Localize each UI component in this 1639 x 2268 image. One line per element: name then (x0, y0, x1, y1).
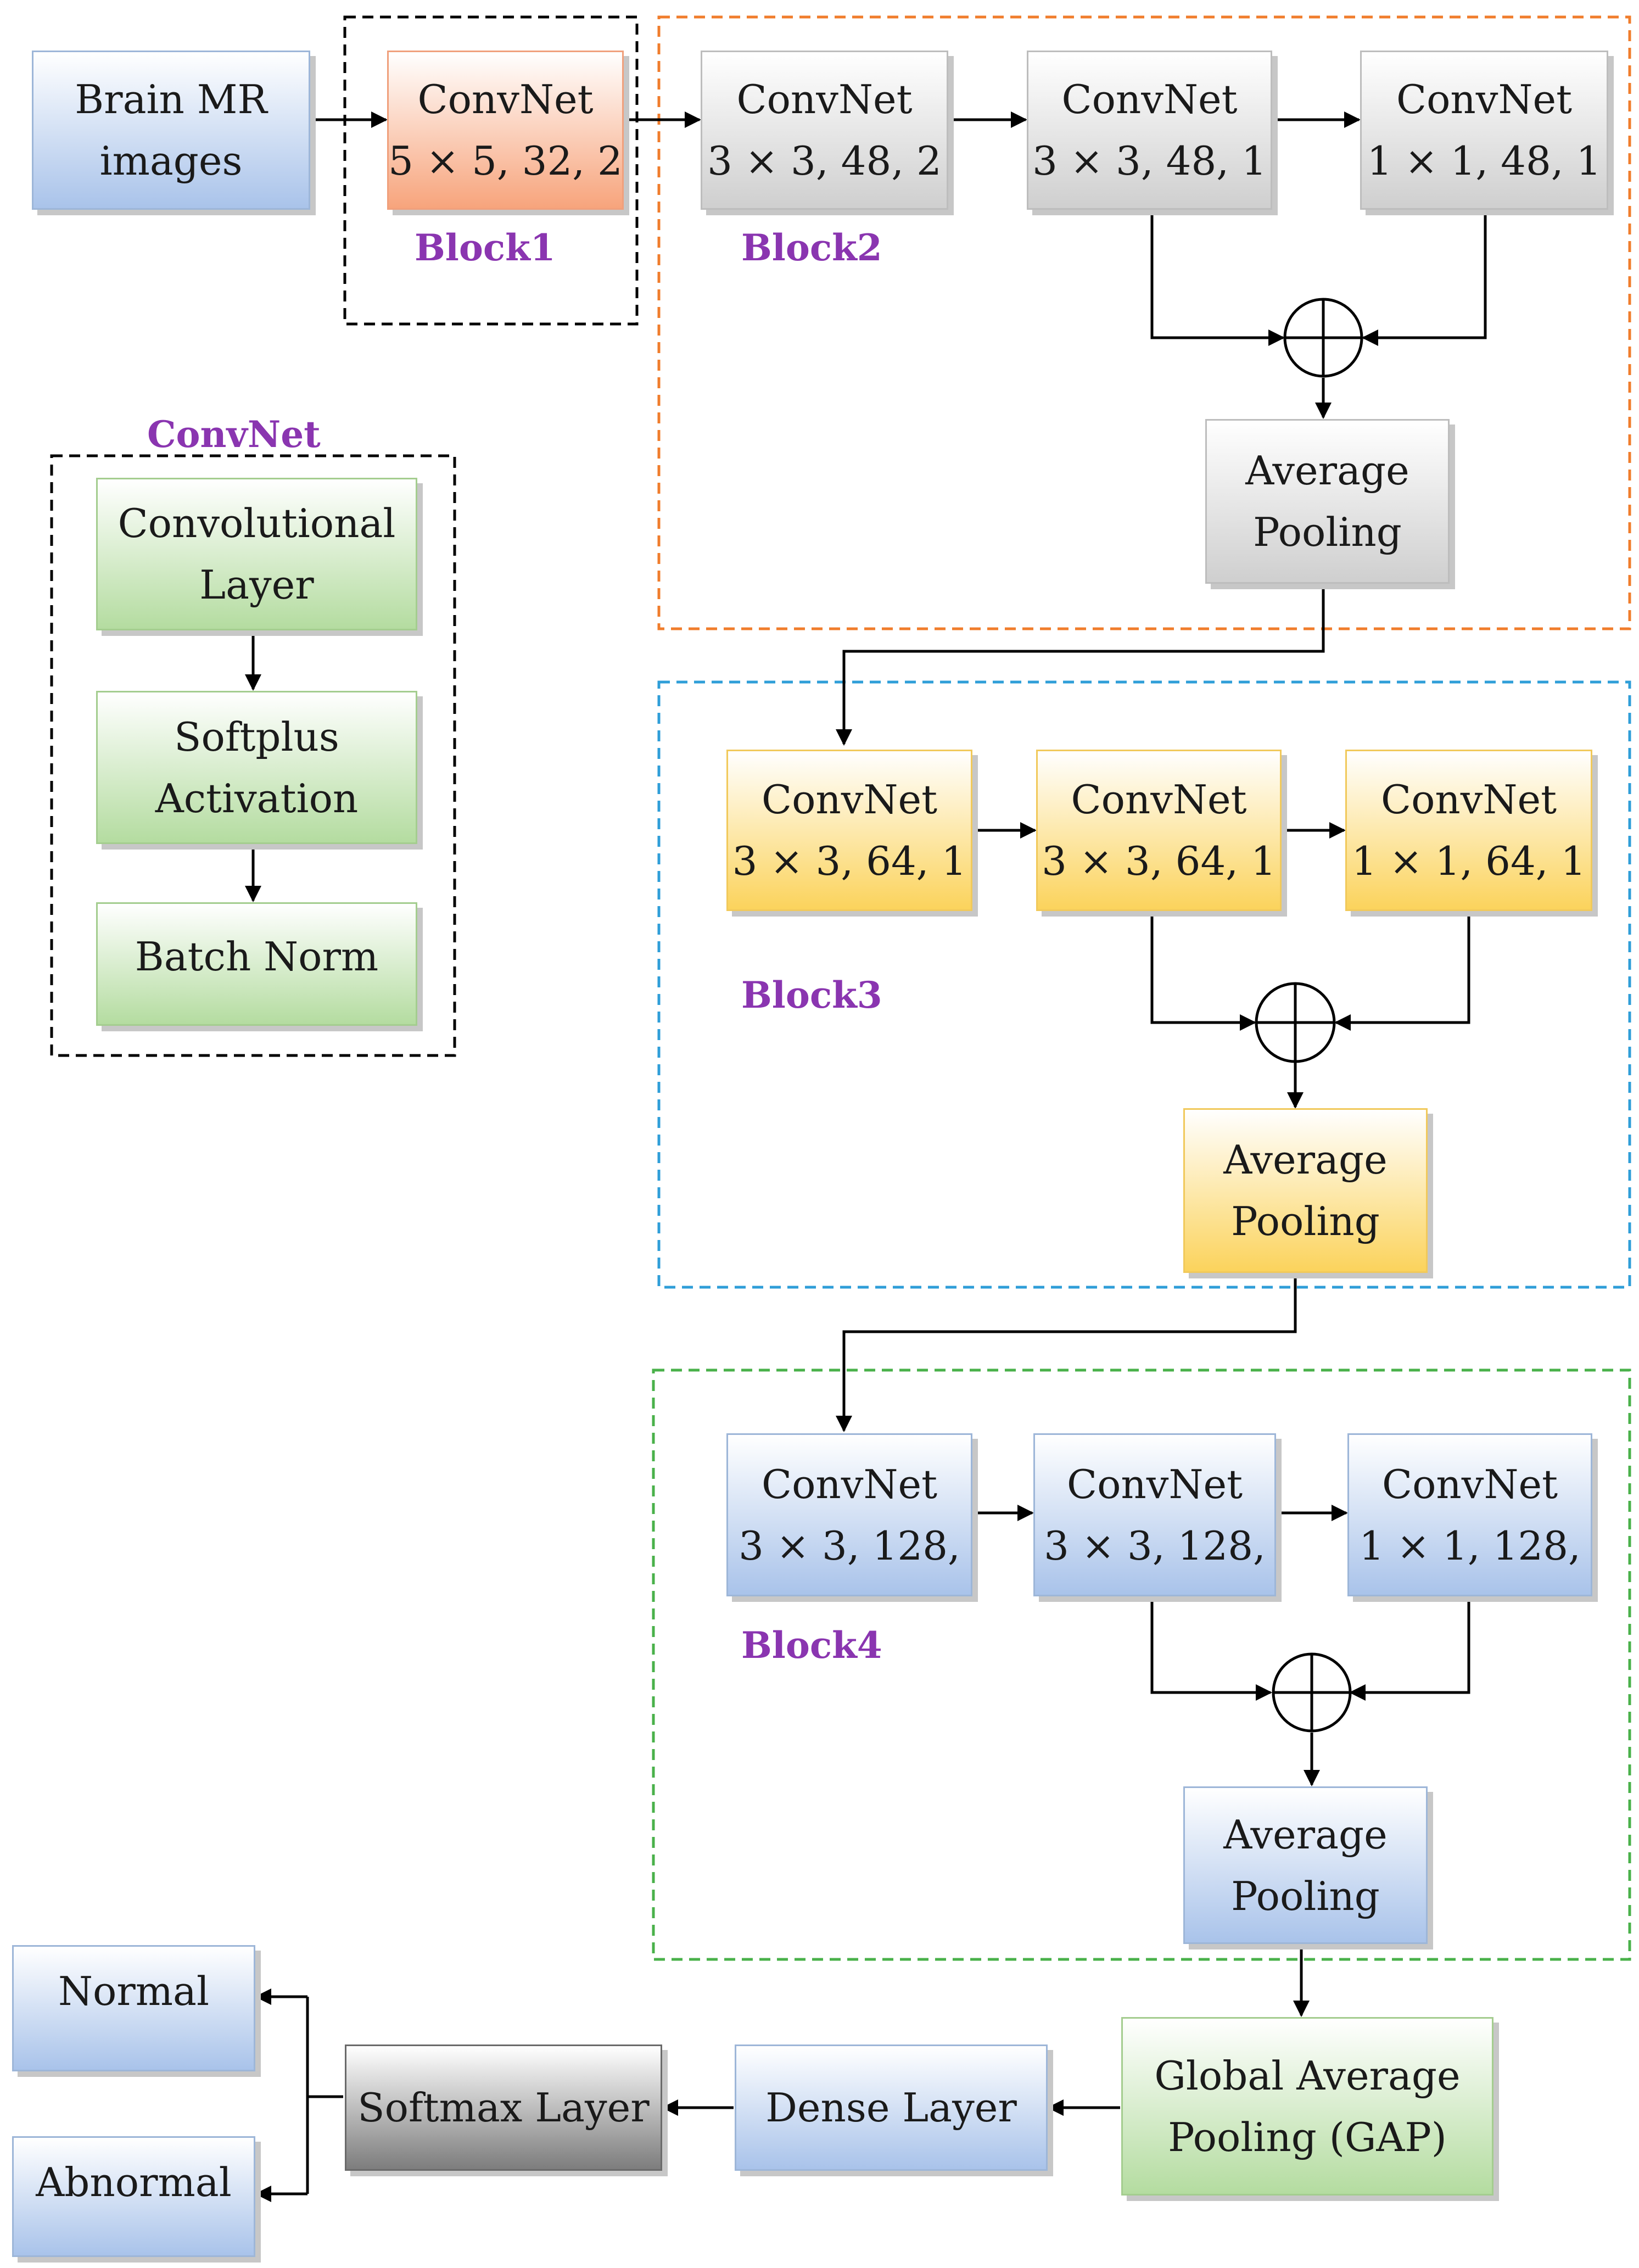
output-normal-label: Normal (58, 1968, 209, 2014)
block3-average-pooling: Average Pooling (1183, 1108, 1428, 1273)
block2-conv3-title: ConvNet (1396, 76, 1573, 122)
block4-conv1-params: 3 × 3, 128, (739, 1522, 960, 1569)
legend-activation-line2: Activation (155, 775, 359, 822)
dense-layer: Dense Layer (735, 2044, 1048, 2171)
block4-conv3-title: ConvNet (1381, 1461, 1558, 1507)
block2-convnet-3: ConvNet 1 × 1, 48, 1 (1360, 51, 1608, 210)
block3-conv3-params: 1 × 1, 64, 1 (1351, 838, 1586, 884)
block2-convnet-1: ConvNet 3 × 3, 48, 2 (701, 51, 948, 210)
block2-conv1-title: ConvNet (736, 76, 913, 122)
block4-average-pooling: Average Pooling (1183, 1786, 1428, 1944)
block1-convnet: ConvNet 5 × 5, 32, 2 (387, 51, 624, 210)
block1-conv-title: ConvNet (417, 76, 594, 122)
block2-conv1-params: 3 × 3, 48, 2 (707, 138, 942, 184)
block3-conv2-title: ConvNet (1071, 777, 1247, 823)
legend-batch-norm: Batch Norm (96, 902, 417, 1026)
block3-pool-line2: Pooling (1231, 1198, 1380, 1244)
block2-convnet-2: ConvNet 3 × 3, 48, 1 (1027, 51, 1272, 210)
block2-average-pooling: Average Pooling (1205, 419, 1450, 584)
block1-label: Block1 (415, 226, 556, 269)
block3-conv1-title: ConvNet (761, 777, 938, 823)
output-abnormal-label: Abnormal (36, 2159, 232, 2205)
block3-convnet-3: ConvNet 1 × 1, 64, 1 (1345, 750, 1592, 911)
legend-title: ConvNet (147, 413, 321, 456)
softmax-label: Softmax Layer (357, 2085, 650, 2131)
block4-label: Block4 (741, 1624, 882, 1667)
input-line2: images (99, 138, 243, 184)
block2-pool-line1: Average (1245, 448, 1409, 494)
block2-conv3-params: 1 × 1, 48, 1 (1367, 138, 1602, 184)
block3-conv3-title: ConvNet (1380, 777, 1557, 823)
block4-conv2-params: 3 × 3, 128, (1044, 1522, 1266, 1569)
legend-softplus-activation: Softplus Activation (96, 691, 417, 844)
block2-conv2-title: ConvNet (1061, 76, 1238, 122)
block2-pool-line2: Pooling (1253, 509, 1402, 555)
block4-conv3-params: 1 × 1, 128, (1359, 1522, 1581, 1569)
block3-convnet-2: ConvNet 3 × 3, 64, 1 (1036, 750, 1282, 911)
block1-frame (343, 15, 639, 326)
block3-conv1-params: 3 × 3, 64, 1 (732, 838, 967, 884)
block4-convnet-2: ConvNet 3 × 3, 128, (1033, 1433, 1276, 1596)
block4-convnet-3: ConvNet 1 × 1, 128, (1347, 1433, 1592, 1596)
block3-convnet-1: ConvNet 3 × 3, 64, 1 (726, 750, 972, 911)
output-normal: Normal (12, 1945, 255, 2071)
block2-conv2-params: 3 × 3, 48, 1 (1032, 138, 1267, 184)
block4-pool-line2: Pooling (1231, 1873, 1380, 1919)
sum-node-block3 (1255, 982, 1336, 1063)
input-brain-mr-images: Brain MR images (32, 51, 310, 210)
sum-node-block4 (1272, 1652, 1352, 1733)
legend-conv-line2: Layer (199, 562, 314, 608)
block1-conv-params: 5 × 5, 32, 2 (388, 138, 623, 184)
gap-layer: Global Average Pooling (GAP) (1121, 2017, 1493, 2196)
gap-line1: Global Average (1154, 2052, 1461, 2099)
block2-label: Block2 (741, 226, 882, 269)
block4-pool-line1: Average (1223, 1811, 1388, 1858)
block4-convnet-1: ConvNet 3 × 3, 128, (726, 1433, 972, 1596)
block3-pool-line1: Average (1223, 1137, 1388, 1183)
block3-frame (657, 680, 1631, 1289)
output-abnormal: Abnormal (12, 2136, 255, 2257)
block4-conv1-title: ConvNet (761, 1461, 938, 1507)
dense-label: Dense Layer (765, 2085, 1017, 2131)
block3-label: Block3 (741, 974, 882, 1016)
gap-line2: Pooling (GAP) (1168, 2114, 1447, 2160)
legend-batch-norm-label: Batch Norm (135, 934, 379, 980)
input-line1: Brain MR (75, 76, 267, 122)
block2-frame (657, 15, 1631, 630)
legend-conv-line1: Convolutional (118, 500, 396, 546)
legend-frame (50, 454, 456, 1057)
softmax-layer: Softmax Layer (345, 2044, 662, 2171)
sum-node-block2 (1283, 298, 1363, 378)
block3-conv2-params: 3 × 3, 64, 1 (1042, 838, 1276, 884)
block4-frame (652, 1368, 1631, 1961)
block4-conv2-title: ConvNet (1066, 1461, 1243, 1507)
legend-convolutional-layer: Convolutional Layer (96, 478, 417, 630)
legend-activation-line1: Softplus (174, 713, 339, 760)
